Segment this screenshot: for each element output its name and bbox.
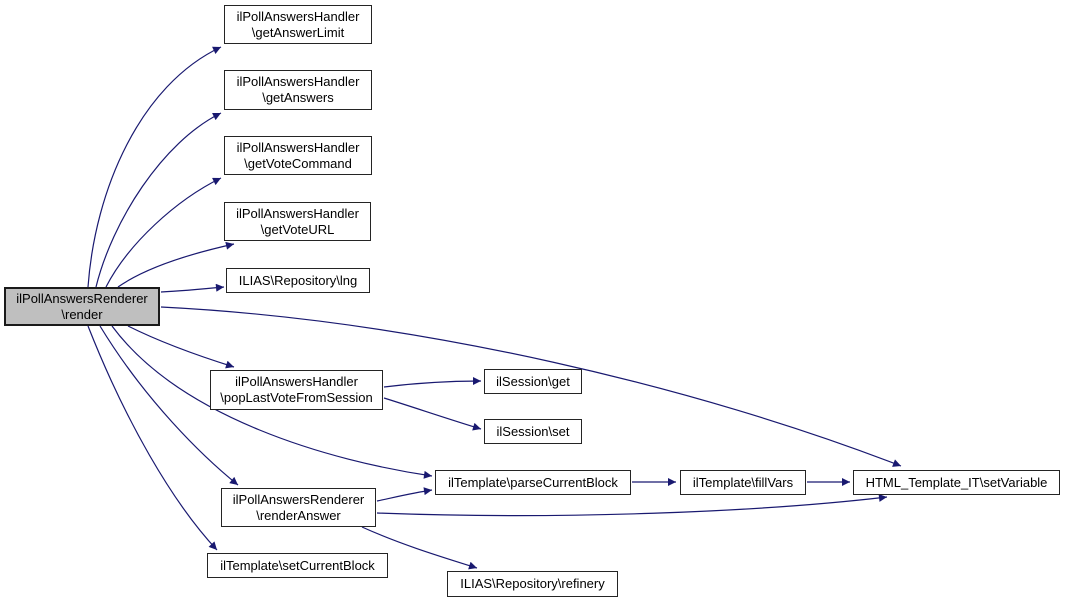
- node-ilpollanswershandler-getvotecommand[interactable]: ilPollAnswersHandler \getVoteCommand: [224, 136, 372, 175]
- node-label-line2: \getVoteURL: [260, 221, 335, 237]
- node-label-line2: \render: [61, 306, 103, 322]
- edge-render-to-parseCurrentBlock: [111, 325, 433, 479]
- node-ilsession-get[interactable]: ilSession\get: [484, 369, 582, 394]
- node-ilias-repository-lng[interactable]: ILIAS\Repository\lng: [226, 268, 370, 293]
- node-iltemplate-setcurrentblock[interactable]: ilTemplate\setCurrentBlock: [207, 553, 388, 578]
- node-ilpollanswershandler-poplastvotefromsession[interactable]: ilPollAnswersHandler \popLastVoteFromSes…: [210, 370, 383, 410]
- edge-popLastVoteFromSession-to-sessionSet: [383, 397, 482, 431]
- node-label-line1: ilPollAnswersRenderer: [16, 290, 148, 306]
- node-label-line1: ilPollAnswersRenderer: [232, 491, 365, 507]
- edge-render-to-getVoteCommand: [105, 177, 222, 288]
- node-label-line1: ilSession\get: [496, 373, 570, 389]
- edge-render-to-renderAnswer: [99, 325, 239, 486]
- node-label-line2: \getVoteCommand: [244, 155, 352, 171]
- node-label-line2: \renderAnswer: [256, 507, 341, 523]
- node-label-line1: ilPollAnswersHandler: [236, 139, 360, 155]
- edge-renderAnswer-to-refinery: [361, 526, 478, 570]
- node-ilpollanswersrenderer-renderanswer[interactable]: ilPollAnswersRenderer \renderAnswer: [221, 488, 376, 527]
- node-label-line1: ilPollAnswersHandler: [235, 374, 358, 389]
- edge-render-to-lng: [160, 283, 225, 293]
- edge-render-to-setCurrentBlock: [87, 325, 218, 551]
- node-label-line1: ilTemplate\setCurrentBlock: [220, 557, 375, 573]
- node-label-line1: ilTemplate\parseCurrentBlock: [448, 474, 618, 490]
- node-label-line1: ilPollAnswersHandler: [236, 74, 360, 89]
- node-label-line1: ilSession\set: [496, 423, 570, 439]
- edge-render-to-getAnswerLimit: [87, 46, 222, 288]
- node-ilias-repository-refinery[interactable]: ILIAS\Repository\refinery: [447, 571, 618, 597]
- node-label-line1: ilPollAnswersHandler: [236, 205, 359, 221]
- node-html-template-it-setvariable[interactable]: HTML_Template_IT\setVariable: [853, 470, 1060, 495]
- node-label-line2: \getAnswerLimit: [251, 24, 345, 40]
- node-iltemplate-parsecurrentblock[interactable]: ilTemplate\parseCurrentBlock: [435, 470, 631, 495]
- edge-popLastVoteFromSession-to-sessionGet: [383, 377, 482, 388]
- node-ilpollanswershandler-getanswerlimit[interactable]: ilPollAnswersHandler \getAnswerLimit: [224, 5, 372, 44]
- edge-render-to-setVariable: [160, 306, 902, 467]
- node-label-line1: ILIAS\Repository\lng: [238, 272, 358, 288]
- node-label-line2: \getAnswers: [262, 90, 334, 105]
- edge-renderAnswer-to-parseCurrentBlock: [376, 487, 433, 502]
- node-ilpollanswersrenderer-render[interactable]: ilPollAnswersRenderer \render: [4, 287, 160, 326]
- edge-render-to-popLastVoteFromSession: [127, 325, 235, 369]
- edge-render-to-getAnswers: [95, 112, 222, 288]
- edge-renderAnswer-to-setVariable: [376, 493, 888, 517]
- node-label-line1: ilPollAnswersHandler: [236, 8, 360, 24]
- node-label-line1: HTML_Template_IT\setVariable: [865, 474, 1048, 490]
- edge-render-to-getVoteURL: [117, 241, 235, 288]
- node-label-line1: ILIAS\Repository\refinery: [460, 576, 605, 591]
- node-ilpollanswershandler-getanswers[interactable]: ilPollAnswersHandler \getAnswers: [224, 70, 372, 110]
- node-label-line2: \popLastVoteFromSession: [220, 390, 373, 405]
- node-ilsession-set[interactable]: ilSession\set: [484, 419, 582, 444]
- node-label-line1: ilTemplate\fillVars: [692, 474, 794, 490]
- node-iltemplate-fillvars[interactable]: ilTemplate\fillVars: [680, 470, 806, 495]
- node-ilpollanswershandler-getvoteurl[interactable]: ilPollAnswersHandler \getVoteURL: [224, 202, 371, 241]
